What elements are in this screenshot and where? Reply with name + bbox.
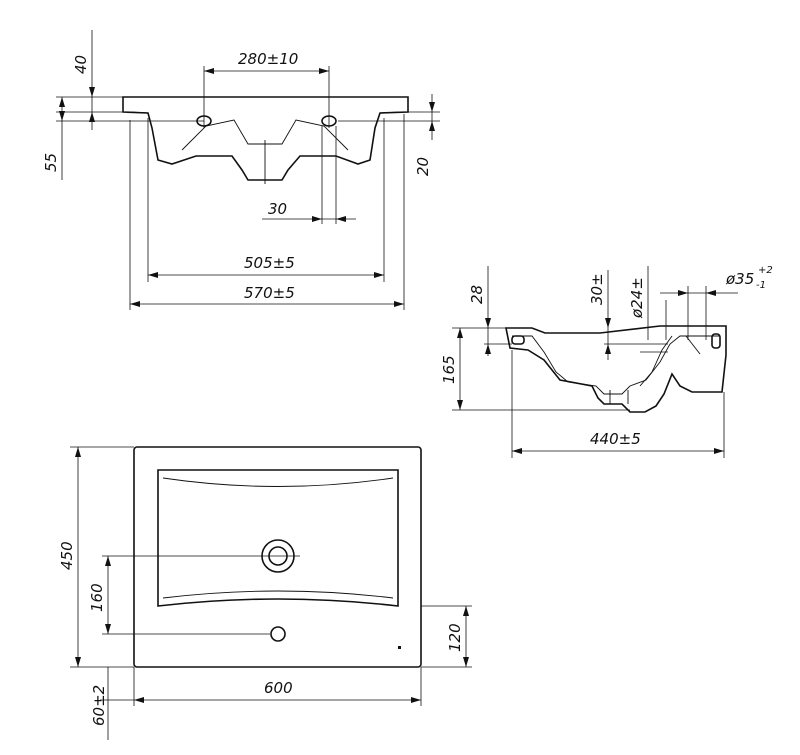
side-view: 28 165 30± ø24± ø35 +2 -1 440±5 bbox=[440, 265, 773, 458]
dim-120-label: 120 bbox=[446, 623, 464, 652]
dim-450-label: 450 bbox=[58, 541, 76, 570]
dim-440-label: 440±5 bbox=[590, 430, 641, 448]
top-outer-outline bbox=[133, 446, 422, 668]
side-drain-channel bbox=[609, 335, 673, 404]
dim-40-arrows bbox=[89, 87, 95, 122]
dim-30pm-label: 30± bbox=[588, 273, 606, 305]
top-view: 450 160 120 600 60±2 bbox=[58, 446, 472, 740]
dim-55-label: 55 bbox=[42, 153, 60, 172]
dim-40-label: 40 bbox=[72, 55, 90, 74]
dim-d35-arrows bbox=[678, 290, 716, 296]
dim-d24-label: ø24± bbox=[628, 277, 646, 319]
dim-20-label: 20 bbox=[414, 157, 432, 176]
dim-d35-tol-lower: -1 bbox=[756, 280, 766, 291]
dim-165-label: 165 bbox=[440, 355, 458, 384]
front-basin-outline bbox=[122, 96, 409, 181]
dim-505-label: 505±5 bbox=[244, 254, 295, 272]
top-small-marker bbox=[398, 646, 401, 649]
side-basin-inner bbox=[512, 335, 720, 395]
dim-280-label: 280±10 bbox=[238, 50, 298, 68]
dim-28-label: 28 bbox=[468, 285, 486, 304]
top-bowl-inner bbox=[162, 477, 394, 599]
front-view: 280±10 40 55 20 30 505±5 bbox=[42, 30, 440, 310]
side-basin-outline bbox=[505, 325, 727, 413]
dim-55-arrows bbox=[59, 97, 65, 121]
dim-160-label: 160 bbox=[88, 583, 106, 612]
side-overflow-right bbox=[711, 333, 721, 349]
top-bowl-outline bbox=[157, 469, 399, 607]
dim-165-arrows bbox=[457, 328, 463, 410]
dim-20-arrows bbox=[429, 102, 435, 131]
dim-d35-tol-upper: +2 bbox=[758, 265, 773, 276]
dim-28-arrows bbox=[485, 318, 491, 354]
top-tap-hole bbox=[270, 626, 286, 642]
dim-30-label: 30 bbox=[268, 200, 287, 218]
side-overflow-left bbox=[511, 335, 525, 345]
dim-570-label: 570±5 bbox=[244, 284, 295, 302]
dim-30-arrows bbox=[312, 216, 346, 222]
dim-600-label: 600 bbox=[264, 679, 293, 697]
dim-30pm-arrows bbox=[605, 318, 611, 354]
dim-60-label: 60±2 bbox=[90, 685, 108, 726]
dim-d35-label: ø35 bbox=[725, 270, 754, 288]
